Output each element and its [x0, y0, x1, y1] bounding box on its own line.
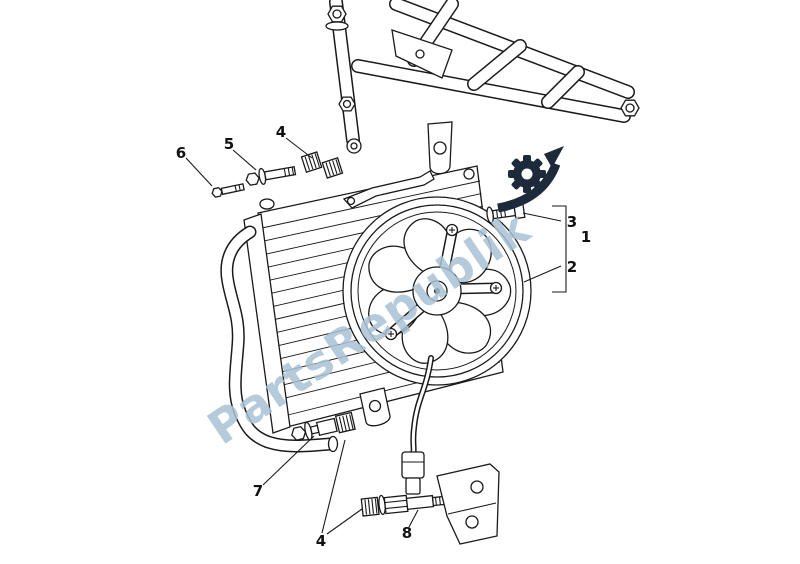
- callout-label-4-bottom: 4: [316, 532, 326, 550]
- radiator-left-tank: [243, 213, 291, 434]
- leader-line: [185, 157, 213, 187]
- callout-label-7: 7: [253, 482, 263, 500]
- group-bracket-part1: [552, 205, 567, 293]
- fan-screw: [489, 281, 503, 295]
- frame-mount-tab: [427, 121, 453, 175]
- fan-screw: [445, 223, 459, 237]
- leader-line: [523, 265, 562, 283]
- grommets-part4-top: [300, 151, 344, 179]
- mount-bracket-plate: [436, 463, 500, 545]
- callout-label-3: 3: [567, 213, 577, 231]
- bleed-screw: [463, 168, 475, 180]
- callout-label-2: 2: [567, 258, 577, 276]
- callout-label-6: 6: [176, 144, 186, 162]
- arrow-head-icon: [544, 146, 564, 168]
- frame-tubes: [325, 0, 640, 175]
- frame-nut: [338, 96, 356, 112]
- callout-label-8: 8: [402, 524, 412, 542]
- mount-hardware-part7: [291, 411, 356, 441]
- callout-label-4-top: 4: [276, 123, 286, 141]
- leader-line: [285, 137, 313, 159]
- leader-line: [522, 212, 562, 222]
- bolt-part6: [211, 183, 245, 198]
- cooling-fan: [342, 196, 532, 386]
- fan-screw: [384, 327, 398, 341]
- leader-line: [408, 509, 419, 528]
- callouts: 6 5 4 3 1 2 7 4 8: [176, 123, 591, 550]
- filler-cap: [259, 198, 275, 210]
- leader-line: [326, 508, 363, 535]
- leader-line: [262, 435, 315, 486]
- coolant-hose: [220, 225, 339, 453]
- leader-line: [232, 149, 257, 171]
- gear-icon: [508, 155, 546, 193]
- radiator-top-bracket: [342, 170, 435, 209]
- fan-wire-connector: [401, 355, 434, 495]
- bolt-part5: [245, 165, 297, 186]
- arrow-swoosh-icon: [497, 162, 561, 213]
- brand-gear-logo: [497, 146, 564, 213]
- leader-line: [321, 439, 346, 534]
- frame-bolt-right: [620, 99, 640, 117]
- callout-label-5: 5: [224, 135, 234, 153]
- callout-label-1: 1: [581, 228, 591, 246]
- frame-bolt-top: [325, 5, 349, 31]
- fitting-part8: [360, 494, 454, 517]
